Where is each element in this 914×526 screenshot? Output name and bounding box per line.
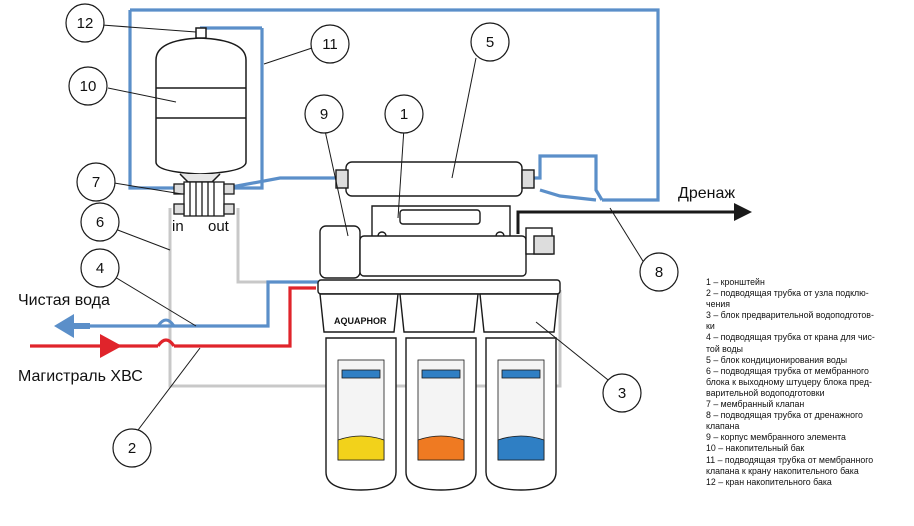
red-tube-2 <box>30 286 316 348</box>
callout-9: 9 <box>320 106 328 123</box>
legend-line: 4 – подводящая трубка от крана для чис- <box>706 332 875 343</box>
legend-line: 7 – мембранный клапан <box>706 399 805 410</box>
legend-line: 10 – накопительный бак <box>706 443 805 454</box>
callout-3: 3 <box>618 385 626 402</box>
callout-circles <box>65 3 679 468</box>
legend-line: 3 – блок предварительной водоподготов- <box>706 310 874 321</box>
callout-6: 6 <box>96 214 104 231</box>
out-label: out <box>208 218 230 235</box>
callout-11: 11 <box>322 36 338 53</box>
legend-line: той воды <box>706 343 743 354</box>
legend-line: ки <box>706 321 715 332</box>
callout-7: 7 <box>92 174 100 191</box>
legend-line: 12 – кран накопительного бака <box>706 476 832 487</box>
main-line-arrow-icon <box>100 334 122 358</box>
legend-line: варительной водоподготовки <box>706 387 825 398</box>
legend-line: 1 – кронштейн <box>706 277 765 287</box>
drain-label: Дренаж <box>678 185 735 202</box>
legend-line: блока к выходному штуцеру блока пред- <box>706 376 872 387</box>
callout-12: 12 <box>77 15 94 32</box>
legend-line: клапана к крану накопительного бака <box>706 465 859 476</box>
clean-water-arrow-icon <box>54 314 74 338</box>
membrane-valve <box>173 181 235 217</box>
conditioning-block <box>335 161 535 197</box>
callout-4: 4 <box>96 260 104 277</box>
drain-arrow-icon <box>734 203 752 221</box>
bracket <box>371 205 511 241</box>
legend-line: 6 – подводящая трубка от мембранного <box>706 365 869 376</box>
callout-8: 8 <box>655 264 663 281</box>
callout-5: 5 <box>486 34 494 51</box>
membrane-housing <box>319 225 555 279</box>
legend: 1 – кронштейн 2 – подводящая трубка от у… <box>706 277 912 488</box>
legend-line: 11 – подводящая трубка от мембранного <box>706 454 874 465</box>
main-line-label: Магистраль ХВС <box>18 368 143 385</box>
callout-10: 10 <box>80 78 97 95</box>
brand-label: AQUAPHOR <box>334 316 387 326</box>
legend-line: 2 – подводящая трубка от узла подклю- <box>706 288 869 299</box>
callout-1: 1 <box>400 106 408 123</box>
legend-line: чения <box>706 299 731 310</box>
legend-line: клапана <box>706 421 740 432</box>
storage-tank <box>155 27 247 183</box>
legend-line: 5 – блок кондиционирования воды <box>706 354 848 365</box>
drain-tube-8 <box>516 210 740 234</box>
callout-2: 2 <box>128 440 136 457</box>
blue-tubes <box>70 8 660 328</box>
legend-line: 9 – корпус мембранного элемента <box>706 432 846 443</box>
legend-line: 8 – подводящая трубка от дренажного <box>706 410 863 421</box>
in-label: in <box>172 218 184 235</box>
clean-water-label: Чистая вода <box>18 292 110 309</box>
cartridges <box>337 359 545 461</box>
